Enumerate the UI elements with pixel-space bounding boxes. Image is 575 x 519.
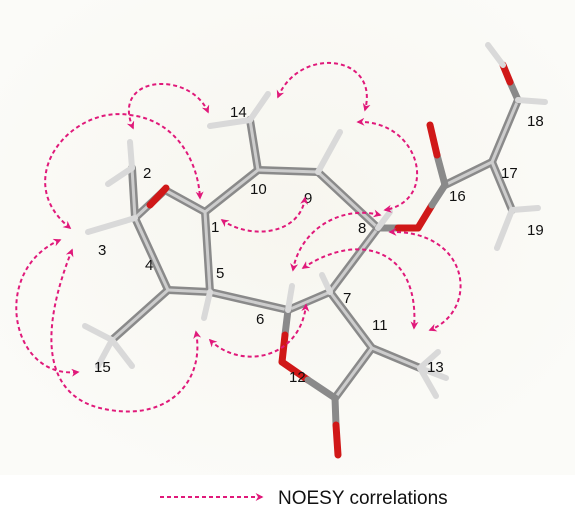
noesy-arrow-h8-h13b [388, 227, 462, 332]
atom-label-14: 14 [230, 104, 247, 121]
atom-label-19: 19 [527, 222, 544, 239]
atom-label-12: 12 [289, 369, 306, 386]
atom-label-10: 10 [250, 181, 267, 198]
noesy-arrow-h3-h15 [15, 238, 80, 377]
noesy-arrow-h14-h9 [276, 61, 371, 112]
noesy-arrow-h9-h19 [356, 117, 419, 213]
atom-label-2: 2 [143, 165, 151, 182]
atom-label-18: 18 [527, 113, 544, 130]
atom-label-3: 3 [98, 242, 106, 259]
diagram-background [0, 0, 575, 475]
legend: NOESY correlations [160, 488, 448, 509]
noesy-arrow-h2-h14 [126, 82, 210, 130]
atom-label-8: 8 [358, 220, 366, 237]
noesy-arrow-h8-h6 [290, 209, 382, 272]
atom-label-5: 5 [216, 265, 224, 282]
atom-label-15: 15 [94, 359, 111, 376]
atom-label-9: 9 [304, 190, 312, 207]
noesy-correlations [15, 61, 462, 413]
noesy-arrow-h1-h9 [220, 196, 309, 233]
noesy-arrow-h5-h7 [208, 303, 310, 358]
atom-label-7: 7 [343, 290, 351, 307]
noesy-arrow-h3-h1 [44, 113, 204, 230]
atom-label-16: 16 [449, 188, 466, 205]
atom-label-1: 1 [211, 219, 219, 236]
atom-label-11: 11 [372, 317, 388, 334]
atom-label-6: 6 [256, 311, 264, 328]
atom-label-17: 17 [501, 165, 518, 182]
atom-label-4: 4 [145, 257, 153, 274]
legend-label: NOESY correlations [278, 488, 448, 509]
atom-label-13: 13 [427, 359, 444, 376]
noesy-arrow-h3-h5 [50, 248, 202, 413]
